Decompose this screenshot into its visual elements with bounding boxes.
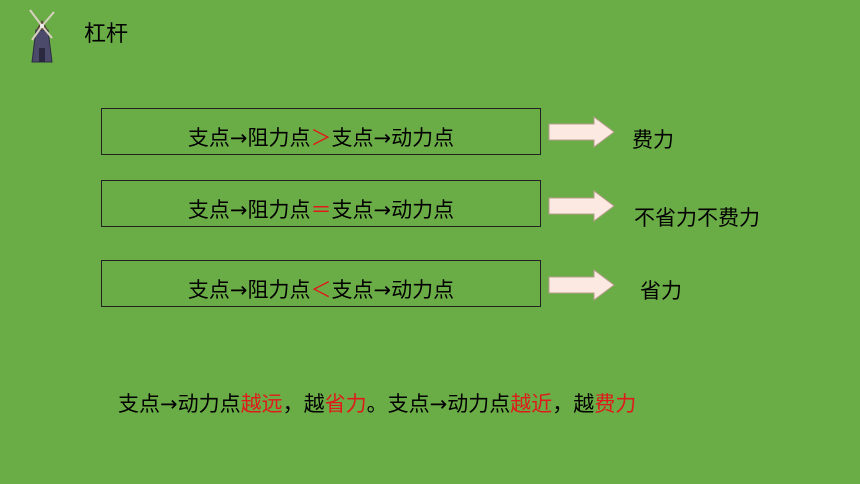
less-than-sign: ＜ — [310, 278, 332, 302]
result-label-labor-saving: 省力 — [640, 279, 682, 303]
equals-sign: ＝ — [310, 198, 332, 222]
result-label-effortful: 费力 — [632, 128, 674, 152]
emphasis-text: 省力 — [324, 392, 367, 416]
comparison-box-less: 支点→阻力点＜支点→动力点 — [101, 260, 541, 307]
comparison-box-equal: 支点→阻力点＝支点→动力点 — [101, 180, 541, 227]
right-arrow-icon — [548, 190, 615, 222]
conclusion-text: ，越 — [282, 392, 325, 416]
conclusion-text: 支点→动力点 — [118, 392, 241, 416]
comparison-box-greater: 支点→阻力点＞支点→动力点 — [101, 108, 541, 155]
fulcrum-effort-label: 支点→动力点 — [331, 278, 455, 302]
emphasis-text: 费力 — [594, 392, 637, 416]
fulcrum-resistance-label: 支点→阻力点 — [187, 126, 311, 150]
page-title: 杠杆 — [84, 22, 129, 47]
result-label-neutral: 不省力不费力 — [634, 206, 760, 230]
emphasis-text: 越远 — [240, 392, 283, 416]
windmill-icon — [29, 9, 55, 63]
conclusion-text: 。支点→动力点 — [366, 392, 511, 416]
right-arrow-icon — [548, 269, 615, 301]
conclusion-text: ，越 — [552, 392, 595, 416]
fulcrum-effort-label: 支点→动力点 — [331, 126, 455, 150]
fulcrum-resistance-label: 支点→阻力点 — [187, 278, 311, 302]
greater-than-sign: ＞ — [310, 126, 332, 150]
fulcrum-effort-label: 支点→动力点 — [331, 198, 455, 222]
emphasis-text: 越近 — [510, 392, 553, 416]
right-arrow-icon — [548, 116, 615, 148]
fulcrum-resistance-label: 支点→阻力点 — [187, 198, 311, 222]
conclusion-sentence: 支点→动力点越远，越省力。支点→动力点越近，越费力 — [118, 388, 636, 418]
